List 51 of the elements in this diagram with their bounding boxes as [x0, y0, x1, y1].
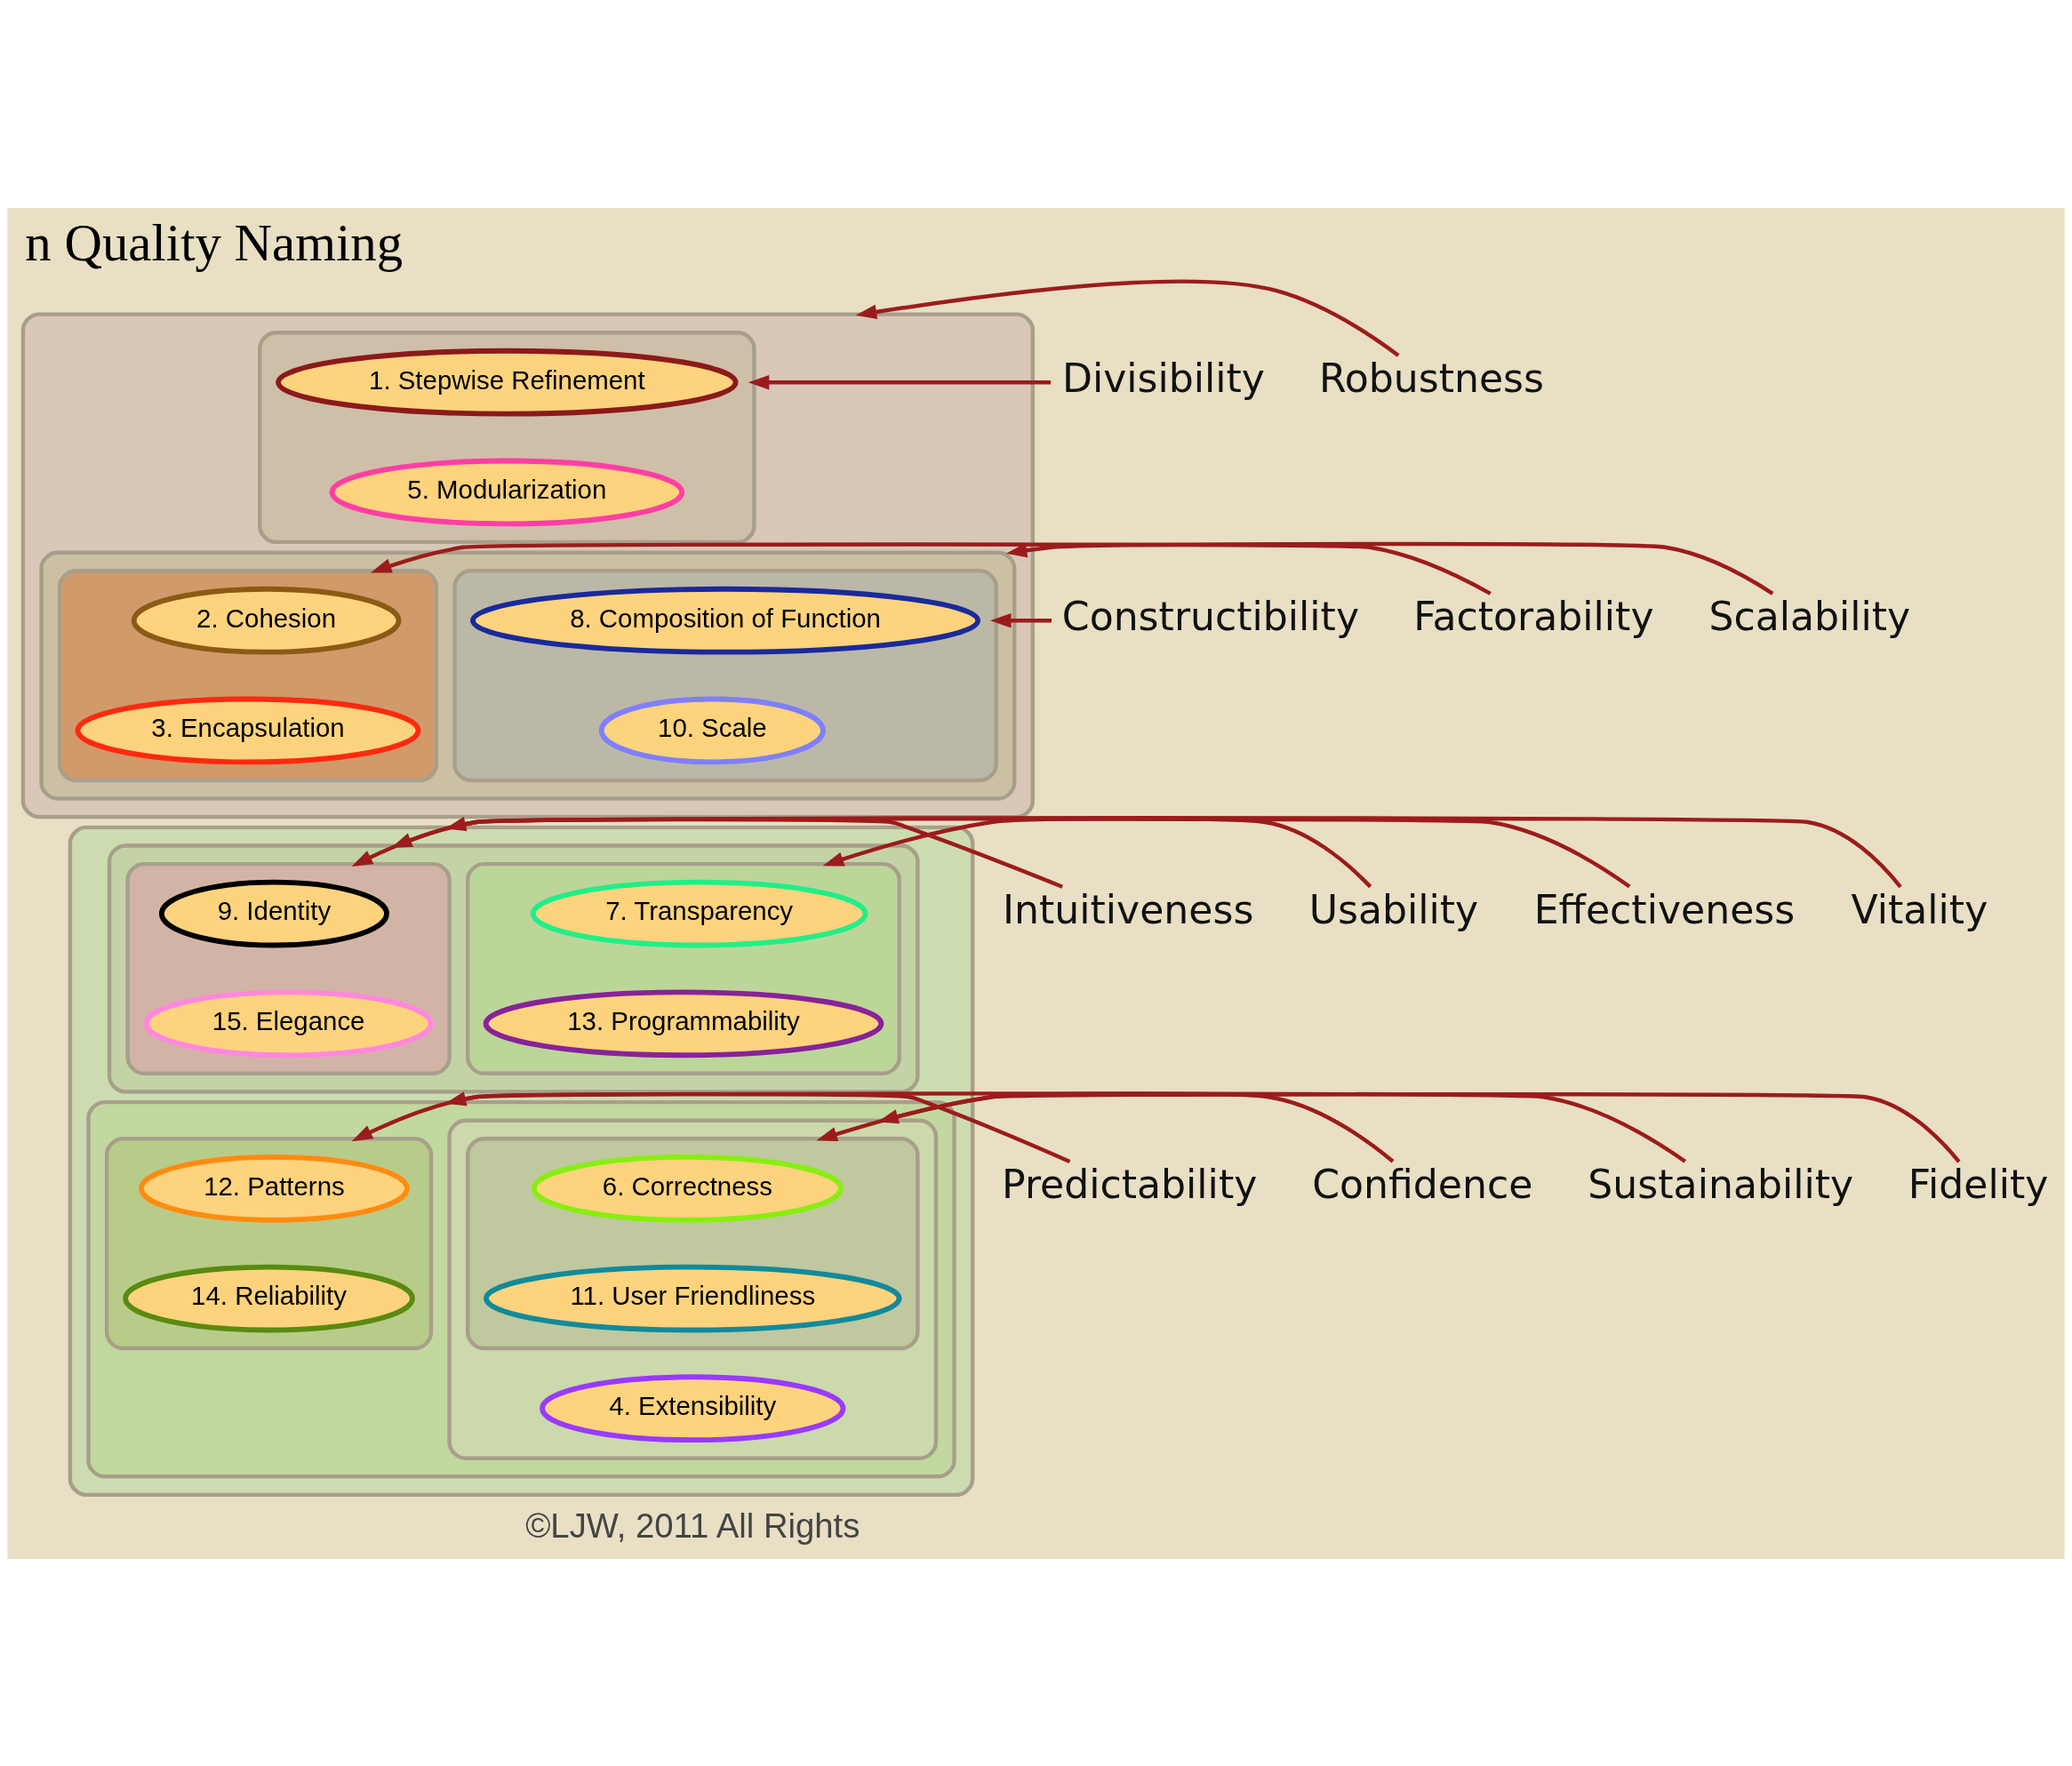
label: ©LJW, 2011 All Rights: [525, 1506, 860, 1545]
node-text: Intuitiveness: [1003, 886, 1254, 932]
arrow: [391, 816, 1631, 888]
cluster: [452, 568, 998, 782]
node-ellipse: 10. Scale: [598, 696, 826, 764]
node-text: Factorability: [1413, 593, 1654, 639]
cluster: [86, 1099, 956, 1478]
node-text: Confidence: [1312, 1161, 1533, 1207]
node-text: Fidelity: [1908, 1161, 2049, 1207]
node-ellipse: 11. User Friendliness: [484, 1264, 902, 1332]
cluster: [39, 549, 1017, 801]
arrow: [855, 279, 1400, 357]
node-ellipse: 13. Programmability: [483, 988, 884, 1058]
node-ellipse: 9. Identity: [158, 879, 389, 947]
cluster: [447, 1118, 939, 1460]
arrow: [989, 612, 1052, 627]
node-ellipse: 4. Extensibility: [540, 1373, 846, 1442]
node-text: Vitality: [1851, 886, 1988, 932]
cluster: [104, 1136, 434, 1350]
node-ellipse: 6. Correctness: [531, 1154, 844, 1223]
node-text: Divisibility: [1061, 355, 1265, 401]
arrow: [351, 1091, 1071, 1163]
arrow: [1005, 541, 1774, 595]
arrow: [370, 541, 1492, 595]
node-text: Effectiveness: [1533, 886, 1796, 932]
cluster: [57, 568, 439, 782]
node-text: Sustainability: [1588, 1161, 1854, 1207]
node-text: Robustness: [1319, 355, 1545, 401]
node-text: Predictability: [1002, 1161, 1258, 1207]
node-ellipse: 14. Reliability: [123, 1264, 415, 1332]
node-ellipse: 3. Encapsulation: [75, 696, 421, 764]
cluster: [466, 861, 901, 1075]
cluster: [68, 825, 975, 1497]
cluster: [466, 1136, 920, 1350]
cluster: [258, 330, 756, 544]
node-ellipse: 5. Modularization: [329, 458, 685, 526]
arrow: [748, 374, 1052, 389]
node-ellipse: 1. Stepwise Refinement: [276, 348, 739, 417]
arrow: [351, 817, 1063, 889]
node-ellipse: 2. Cohesion: [131, 586, 402, 655]
node-ellipse: 8. Composition of Function: [470, 586, 981, 655]
node-text: Constructibility: [1061, 593, 1360, 639]
node-text: Scalability: [1708, 593, 1911, 639]
cluster: [107, 843, 920, 1094]
node-ellipse: 12. Patterns: [138, 1154, 410, 1223]
node-ellipse: 15. Elegance: [143, 988, 434, 1058]
diagram-title: n Quality Naming: [25, 213, 404, 272]
cluster: [125, 861, 452, 1075]
cluster: [20, 311, 1036, 819]
node-ellipse: 7. Transparency: [530, 879, 868, 947]
node-text: Usability: [1308, 886, 1479, 932]
